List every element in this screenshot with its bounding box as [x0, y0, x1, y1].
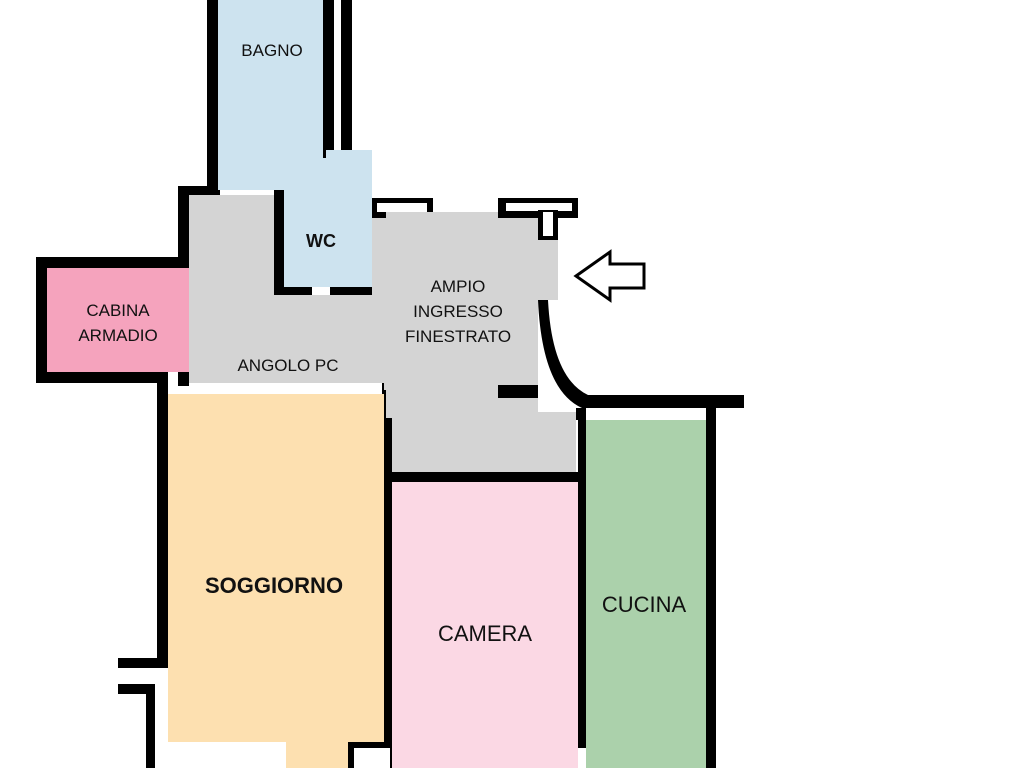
- rooms: [47, 0, 706, 768]
- label-wc: WC: [306, 231, 336, 251]
- arrow-left-icon: [573, 249, 646, 303]
- label-ingresso-line3: FINESTRATO: [405, 327, 511, 346]
- label-bagno: BAGNO: [241, 41, 302, 60]
- room-camera: [392, 482, 578, 768]
- room-corridor: [189, 195, 576, 472]
- room-labels: BAGNO WC CABINA ARMADIO ANGOLO PC AMPIO …: [78, 41, 686, 646]
- label-soggiorno: SOGGIORNO: [205, 573, 343, 598]
- label-angolo-pc: ANGOLO PC: [237, 356, 338, 375]
- label-ingresso-line1: AMPIO: [431, 277, 486, 296]
- label-camera: CAMERA: [438, 621, 532, 646]
- room-cabina-armadio: [47, 268, 189, 372]
- room-soggiorno: [168, 394, 384, 742]
- room-cucina: [586, 420, 706, 768]
- label-cucina: CUCINA: [602, 592, 687, 617]
- label-cabina-line1: CABINA: [86, 301, 150, 320]
- room-wc: [284, 158, 372, 287]
- label-ingresso-line2: INGRESSO: [413, 302, 503, 321]
- label-cabina-line2: ARMADIO: [78, 326, 157, 345]
